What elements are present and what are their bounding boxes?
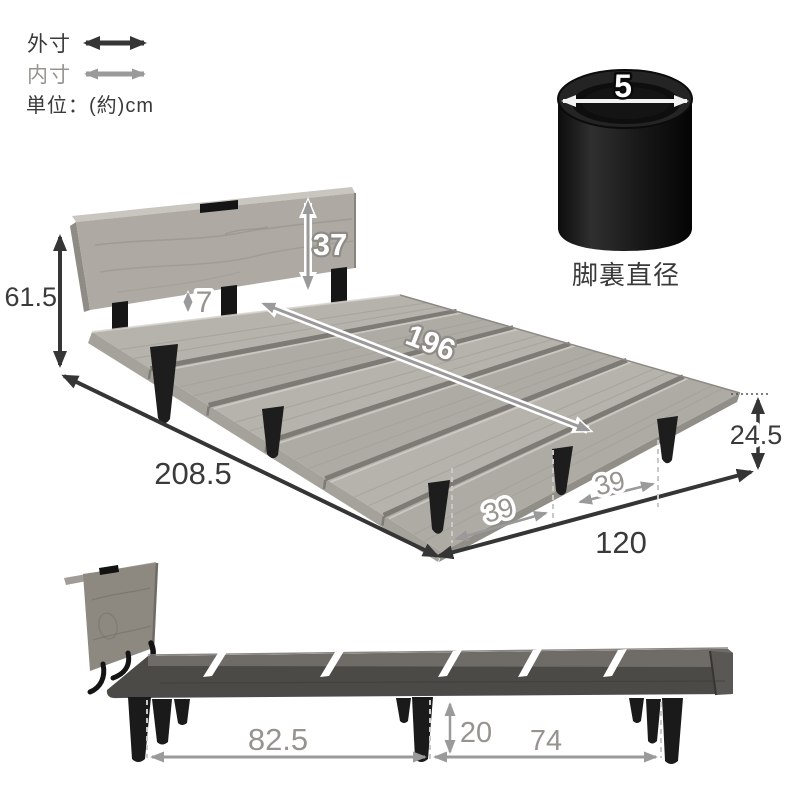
side-view: 82.5 20 74 (64, 562, 733, 764)
headboard-clip (200, 200, 238, 213)
headboard-bracket (112, 301, 128, 332)
legend-outer-label: 外寸 (27, 33, 71, 56)
side-deck-end-joint (709, 650, 717, 696)
leg-detail: 5 脚裏直径 (557, 66, 693, 290)
side-headboard-knot (98, 612, 118, 640)
platform-height-value: 24.5 (730, 420, 783, 450)
legend-unit-label: 単位：(約)cm (26, 94, 154, 117)
headboard-height-value: 37 (313, 227, 347, 262)
side-deck-top-strip (148, 649, 733, 667)
side-slat-gap (320, 651, 344, 677)
iso-headboard (70, 187, 356, 312)
outer-length-arrow-icon (61, 374, 440, 558)
leg-cylinder-body (558, 100, 692, 251)
total-height-value: 61.5 (4, 282, 57, 312)
headboard-grain (99, 240, 354, 273)
side-slat-gap (203, 652, 227, 677)
side-bracket (110, 650, 132, 681)
bed-leg (657, 416, 678, 464)
inner-length-arrow-icon (261, 302, 591, 432)
bed-leg (174, 699, 190, 725)
side-slat-gap (603, 649, 627, 677)
clearance-value: 20 (460, 717, 492, 749)
bed-leg (396, 698, 411, 723)
foot-span-value: 74 (530, 725, 562, 757)
leg-pitch-b-value: 39 (592, 465, 628, 501)
head-span-value: 82.5 (248, 722, 308, 757)
width-arrow-icon (436, 468, 754, 560)
side-legs (128, 697, 683, 764)
bed-leg (128, 697, 151, 762)
outer-length-value: 208.5 (154, 456, 232, 491)
side-deck-grain (159, 680, 726, 684)
iso-brackets (112, 267, 347, 332)
bed-leg (152, 699, 172, 745)
headboard-grain (94, 218, 353, 246)
side-headboard-grain (91, 587, 151, 601)
side-dimensions: 82.5 20 74 (146, 700, 662, 763)
leg-pitch-a-arrow-icon (454, 511, 548, 541)
leg-pitch-b-arrow-icon (578, 481, 655, 505)
width-value: 120 (595, 525, 647, 560)
iso-view: 61.5 37 7 196 208.5 120 24.5 39 (4, 187, 786, 564)
bed-leg (646, 699, 661, 744)
leg-pitch-extension-lines (451, 440, 659, 543)
side-slat-gap (518, 649, 542, 677)
side-deck-end-cap (710, 651, 733, 695)
headboard-bracket (331, 267, 347, 305)
side-slat-gaps (203, 649, 627, 677)
side-headboard-panel (83, 563, 157, 671)
bed-leg (412, 697, 433, 762)
side-slat-gap (438, 650, 462, 677)
bed-leg (629, 698, 644, 723)
headboard-grain (117, 271, 241, 293)
leg-diameter-value: 5 (614, 68, 632, 104)
side-bracket (87, 661, 107, 695)
headboard-left-face (70, 222, 90, 312)
bed-leg (662, 698, 683, 764)
gap-value: 7 (196, 286, 213, 319)
side-headboard-grain (92, 625, 152, 641)
leg-detail-caption: 脚裏直径 (572, 260, 680, 290)
side-deck-top-edge (147, 647, 729, 656)
headboard-front-face (76, 193, 355, 310)
legend-inner-label: 内寸 (27, 64, 71, 87)
headboard-grain (224, 226, 269, 235)
headboard-bracket (221, 285, 237, 319)
side-headboard-clip (99, 565, 119, 575)
side-headboard-edge (151, 562, 159, 649)
side-extension-lines (146, 700, 662, 760)
legend: 外寸 内寸 単位：(約)cm (26, 33, 154, 117)
side-deck (106, 647, 733, 699)
